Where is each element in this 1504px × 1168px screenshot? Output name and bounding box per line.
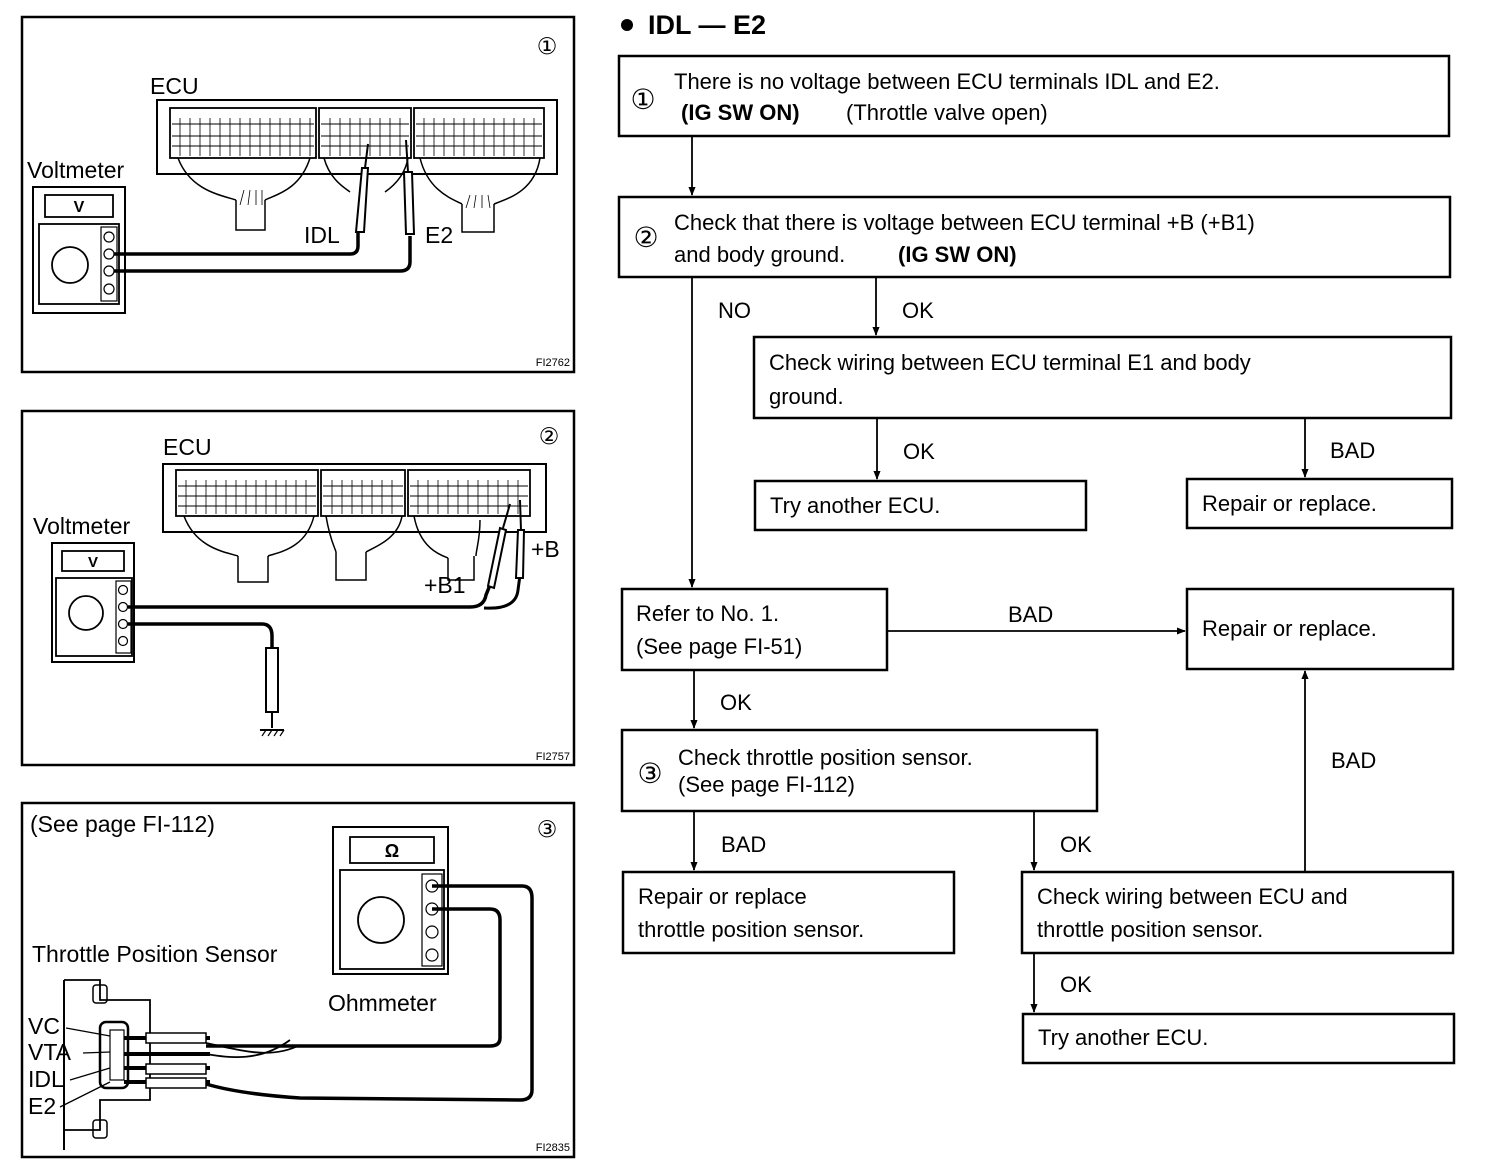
flowchart: IDL — E2 ① There is no voltage between E… bbox=[617, 10, 1456, 1065]
edge-label-ok-step3: OK bbox=[1060, 832, 1092, 857]
step-3-number: ③ bbox=[637, 758, 662, 789]
ohmmeter-symbol: Ω bbox=[385, 841, 399, 861]
edge-label-ok-wiring: OK bbox=[1060, 972, 1092, 997]
panel-3-throttle-position-sensor-ohmmeter: ③ (See page FI-112) Ω Ohmmeter Throttle … bbox=[20, 801, 576, 1159]
voltmeter-2-symbol: V bbox=[88, 554, 98, 571]
check-e1-text-1: Check wiring between ECU terminal E1 and… bbox=[769, 350, 1251, 375]
panel-2-number: ② bbox=[539, 423, 560, 449]
panel-2-probe-b-label: +B bbox=[531, 536, 560, 562]
step-1-condition-bold: (IG SW ON) bbox=[681, 100, 800, 125]
edge-label-ok-refer: OK bbox=[720, 690, 752, 715]
step-1-text: There is no voltage between ECU terminal… bbox=[674, 69, 1220, 94]
terminal-pointer-lines bbox=[59, 1027, 111, 1108]
voltmeter-2: V bbox=[51, 542, 135, 663]
edge-label-bad-refer: BAD bbox=[1008, 602, 1053, 627]
flow-arrows bbox=[688, 136, 1309, 1013]
panel-1-number: ① bbox=[537, 33, 558, 59]
try-another-ecu-box-2: Try another ECU. bbox=[1021, 1012, 1456, 1065]
panel-1-idl-e2-voltmeter: ① bbox=[20, 15, 576, 374]
step-3-box: ③ Check throttle position sensor. (See p… bbox=[620, 728, 1099, 813]
panel-2-voltmeter-label: Voltmeter bbox=[33, 513, 130, 539]
step-1-box: ① There is no voltage between ECU termin… bbox=[617, 54, 1451, 138]
check-wiring-tps-text-2: throttle position sensor. bbox=[1037, 917, 1263, 942]
edge-label-bad-step3: BAD bbox=[721, 832, 766, 857]
panel-3-number: ③ bbox=[537, 816, 558, 842]
edge-label-bad-right: BAD bbox=[1331, 748, 1376, 773]
panel-1-voltmeter-label: Voltmeter bbox=[27, 157, 124, 183]
repair-tps-text-2: throttle position sensor. bbox=[638, 917, 864, 942]
try-another-ecu-box-1: Try another ECU. bbox=[753, 479, 1088, 532]
repair-or-replace-box-2: Repair or replace. bbox=[1185, 587, 1455, 671]
panel-3-figure-id: FI2835 bbox=[536, 1142, 570, 1154]
step-2-text-2: and body ground. bbox=[674, 242, 845, 267]
step-3-text-1: Check throttle position sensor. bbox=[678, 745, 973, 770]
repair-tps-box: Repair or replace throttle position sens… bbox=[621, 870, 956, 955]
repair-or-replace-text-2: Repair or replace. bbox=[1202, 616, 1377, 641]
terminal-vc-label: VC bbox=[28, 1013, 60, 1039]
ecu-connector-2 bbox=[162, 463, 547, 583]
voltmeter-1-symbol: V bbox=[74, 199, 85, 216]
tps-terminal-leads bbox=[124, 884, 534, 1102]
edge-label-ok-step2: OK bbox=[902, 298, 934, 323]
panel-1-ecu-label: ECU bbox=[150, 73, 199, 99]
terminal-vta-label: VTA bbox=[28, 1039, 72, 1065]
try-another-ecu-text-2: Try another ECU. bbox=[1038, 1025, 1208, 1050]
panel-2-ecu-label: ECU bbox=[163, 434, 212, 460]
voltmeter-1: V bbox=[32, 186, 126, 314]
repair-or-replace-box-1: Repair or replace. bbox=[1185, 477, 1454, 530]
terminal-e2-label: E2 bbox=[28, 1093, 56, 1119]
flowchart-heading: IDL — E2 bbox=[648, 10, 766, 40]
panel-3-page-reference: (See page FI-112) bbox=[30, 811, 215, 837]
ohmmeter: Ω bbox=[332, 826, 449, 975]
edge-label-no: NO bbox=[718, 298, 751, 323]
refer-text-2: (See page FI-51) bbox=[636, 634, 802, 659]
check-wiring-tps-text-1: Check wiring between ECU and bbox=[1037, 884, 1348, 909]
step-2-condition-bold: (IG SW ON) bbox=[898, 242, 1017, 267]
test-leads-2 bbox=[128, 499, 526, 737]
panel-3-sensor-label: Throttle Position Sensor bbox=[32, 941, 278, 967]
step-1-number: ① bbox=[630, 84, 655, 115]
step-2-text: Check that there is voltage between ECU … bbox=[674, 210, 1255, 235]
step-3-text-2: (See page FI-112) bbox=[678, 772, 855, 797]
refer-text-1: Refer to No. 1. bbox=[636, 601, 779, 626]
check-e1-text-2: ground. bbox=[769, 384, 844, 409]
ecu-connector-1 bbox=[156, 99, 558, 233]
repair-or-replace-text-1: Repair or replace. bbox=[1202, 491, 1377, 516]
heading-bullet-icon bbox=[621, 19, 633, 31]
panel-1-probe-idl-label: IDL bbox=[304, 222, 340, 248]
step-2-number: ② bbox=[633, 222, 658, 253]
panel-2-b-voltmeter: ② ECU bbox=[20, 409, 576, 767]
step-2-box: ② Check that there is voltage between EC… bbox=[617, 195, 1452, 279]
throttle-position-sensor bbox=[63, 979, 151, 1150]
try-another-ecu-text-1: Try another ECU. bbox=[770, 493, 940, 518]
panel-1-figure-id: FI2762 bbox=[536, 357, 570, 369]
panel-2-figure-id: FI2757 bbox=[536, 751, 570, 763]
repair-tps-text-1: Repair or replace bbox=[638, 884, 807, 909]
test-leads-1 bbox=[114, 139, 416, 273]
refer-no-1-box: Refer to No. 1. (See page FI-51) bbox=[620, 587, 889, 672]
check-e1-wiring-box: Check wiring between ECU terminal E1 and… bbox=[752, 335, 1453, 420]
terminal-idl-label: IDL bbox=[28, 1066, 64, 1092]
check-wiring-ecu-tps-box: Check wiring between ECU and throttle po… bbox=[1020, 870, 1455, 955]
step-1-condition: (Throttle valve open) bbox=[846, 100, 1048, 125]
edge-label-bad-e1: BAD bbox=[1330, 438, 1375, 463]
edge-label-ok-e1: OK bbox=[903, 439, 935, 464]
panel-1-probe-e2-label: E2 bbox=[425, 222, 453, 248]
panel-2-probe-b1-label: +B1 bbox=[424, 572, 466, 598]
panel-3-ohmmeter-label: Ohmmeter bbox=[328, 990, 437, 1016]
